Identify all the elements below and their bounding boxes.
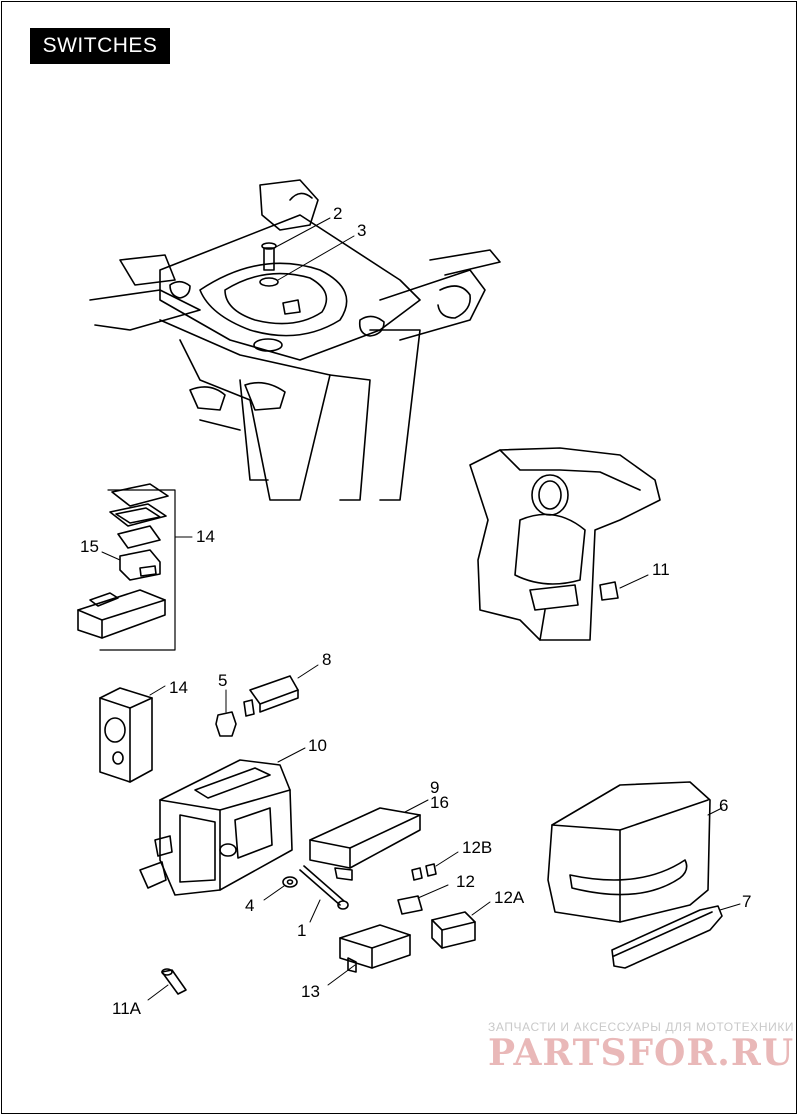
- watermark-brand: PARTSFOR.RU: [488, 1032, 795, 1074]
- fuse-part-12: [397, 895, 423, 915]
- callout-4: 4: [245, 896, 255, 915]
- cover-part-6: [547, 781, 711, 923]
- frame-assembly: [89, 179, 501, 501]
- callout-13: 13: [301, 982, 320, 1001]
- switch-part-11a: [161, 968, 187, 995]
- cover-part-14: [99, 687, 153, 783]
- part-8-switch: [243, 675, 299, 717]
- module-part-13: [339, 924, 411, 973]
- screw-part-1: [299, 865, 349, 910]
- callout-7: 7: [742, 892, 752, 911]
- callout-11: 11: [652, 560, 670, 579]
- part-5-clip: [215, 711, 237, 737]
- callout-14-inset: 14: [196, 527, 215, 546]
- watermark-tagline: ЗАПЧАСТИ И АКСЕССУАРЫ ДЛЯ МОТОТЕХНИКИ: [488, 1020, 795, 1034]
- trim-part-7: [611, 905, 723, 969]
- callout-15: 15: [80, 537, 99, 556]
- callout-9: 9: [430, 778, 440, 797]
- fuse-part-12b: [411, 863, 437, 881]
- callout-5: 5: [218, 671, 228, 690]
- callout-8: 8: [322, 650, 332, 669]
- callout-12a: 12A: [494, 888, 525, 907]
- callout-10: 10: [308, 736, 327, 755]
- relay-part-12a: [431, 911, 476, 949]
- callout-6: 6: [719, 796, 729, 815]
- callout-3: 3: [357, 221, 367, 240]
- callout-1: 1: [297, 921, 307, 940]
- callout-12b: 12B: [462, 838, 493, 857]
- callout-14-cover: 14: [169, 678, 188, 697]
- callout-16: 16: [430, 793, 449, 812]
- module-part-9-16: [309, 807, 421, 881]
- callout-2: 2: [333, 204, 343, 223]
- page-title: SWITCHES: [30, 28, 170, 64]
- callout-11a: 11A: [112, 999, 141, 1018]
- fuse-box-housing: [139, 759, 293, 896]
- side-cover-assembly: [469, 447, 661, 641]
- washer-part-4: [282, 876, 298, 888]
- inset-box: [77, 483, 176, 651]
- callout-12: 12: [456, 872, 475, 891]
